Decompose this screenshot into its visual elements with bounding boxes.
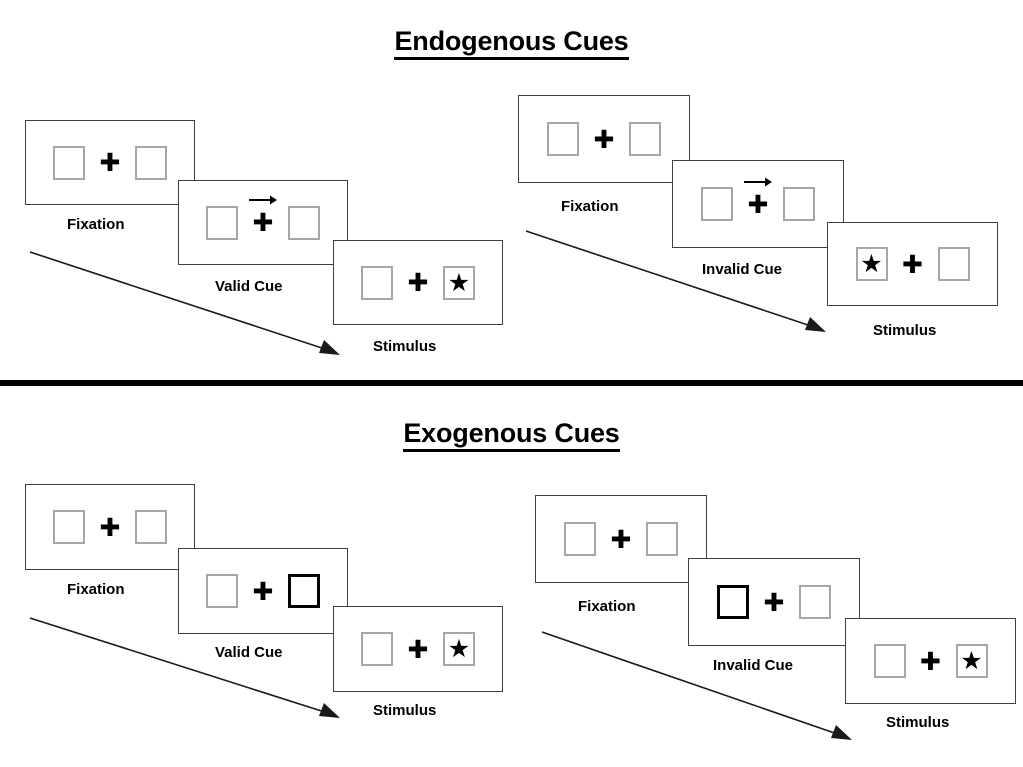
frame-content: ✚ — [673, 161, 843, 247]
frame-content: ✚ — [26, 485, 194, 569]
target-star-icon: ★ — [447, 634, 471, 663]
fixation-cross-icon: ✚ — [610, 524, 632, 554]
frame-content: ✚ — [536, 496, 706, 582]
target-box-left[interactable]: ★ — [855, 247, 888, 281]
target-star-icon: ★ — [447, 267, 471, 297]
frame-caption-endogenous-invalid-cue: Invalid Cue — [702, 261, 783, 278]
fixation-cross-icon: ✚ — [593, 124, 615, 154]
placeholder-box-right[interactable] — [135, 145, 167, 180]
placeholder-box-right[interactable] — [783, 187, 815, 221]
placeholder-box-left[interactable] — [547, 122, 579, 156]
trial-frame-endogenous-valid-cue[interactable]: ✚ — [178, 180, 348, 265]
frame-content: ✚ ★ — [334, 607, 502, 691]
target-box-right[interactable]: ★ — [443, 265, 475, 300]
trial-frame-exogenous-invalid-stimulus[interactable]: ✚ ★ — [845, 618, 1016, 704]
fixation-cross-icon: ✚ — [407, 268, 429, 297]
timeline-arrow-exogenous-valid — [29, 617, 340, 718]
frame-content: ✚ ★ — [334, 241, 502, 324]
frame-caption-exogenous-valid-stimulus: Stimulus — [373, 702, 437, 719]
section-divider — [0, 380, 1023, 386]
arrow-right-cue-icon — [249, 195, 277, 205]
placeholder-box-left[interactable] — [361, 265, 393, 300]
fixation-cross-icon: ✚ — [744, 177, 772, 217]
target-star-icon: ★ — [960, 646, 983, 675]
fixation-cross-icon: ✚ — [407, 634, 429, 664]
frame-caption-exogenous-valid-cue: Valid Cue — [215, 644, 283, 661]
frame-caption-endogenous-valid-stimulus: Stimulus — [373, 338, 437, 355]
fixation-cross-icon: ✚ — [763, 587, 785, 617]
placeholder-box-left[interactable] — [206, 205, 238, 240]
frame-caption-endogenous-valid-cue: Valid Cue — [215, 278, 283, 295]
placeholder-box-right[interactable] — [135, 510, 167, 544]
frame-content: ✚ — [689, 559, 859, 645]
trial-frame-exogenous-invalid-cue[interactable]: ✚ — [688, 558, 860, 646]
trial-frame-endogenous-invalid-stimulus[interactable]: ★ ✚ — [827, 222, 998, 306]
section-title-exogenous: Exogenous Cues — [0, 418, 1023, 452]
placeholder-box-right[interactable] — [629, 122, 661, 156]
placeholder-box-left[interactable] — [873, 644, 906, 678]
section-title-endogenous: Endogenous Cues — [0, 26, 1023, 60]
fixation-cross-icon: ✚ — [920, 646, 941, 676]
trial-frame-exogenous-valid-stimulus[interactable]: ✚ ★ — [333, 606, 503, 692]
section-title-exogenous-text: Exogenous Cues — [403, 418, 620, 452]
placeholder-box-left[interactable] — [564, 522, 596, 556]
frame-caption-endogenous-valid-fixation: Fixation — [67, 216, 125, 233]
frame-caption-endogenous-invalid-fixation: Fixation — [561, 198, 619, 215]
target-star-icon: ★ — [860, 249, 883, 278]
trial-frame-exogenous-valid-cue[interactable]: ✚ — [178, 548, 348, 634]
frame-content: ✚ — [179, 549, 347, 633]
trial-frame-exogenous-invalid-fixation[interactable]: ✚ — [535, 495, 707, 583]
frame-content: ★ ✚ — [828, 223, 997, 305]
frame-caption-exogenous-valid-fixation: Fixation — [67, 581, 125, 598]
fixation-cross-icon: ✚ — [252, 576, 274, 606]
cued-box-right[interactable] — [288, 574, 320, 608]
frame-caption-exogenous-invalid-cue: Invalid Cue — [713, 657, 794, 674]
frame-caption-endogenous-invalid-stimulus: Stimulus — [873, 322, 937, 339]
timeline-arrow-endogenous-invalid — [525, 230, 826, 332]
fixation-cross-icon: ✚ — [249, 195, 277, 235]
placeholder-box-right[interactable] — [799, 585, 831, 619]
placeholder-box-right[interactable] — [937, 247, 970, 281]
fixation-cross-icon: ✚ — [902, 249, 923, 279]
target-box-right[interactable]: ★ — [443, 632, 475, 666]
frame-content: ✚ — [179, 181, 347, 264]
arrow-right-cue-icon — [744, 177, 772, 186]
placeholder-box-left[interactable] — [53, 510, 85, 544]
timeline-arrow-endogenous-valid — [29, 251, 340, 355]
trial-frame-endogenous-invalid-cue[interactable]: ✚ — [672, 160, 844, 248]
timeline-arrow-exogenous-invalid — [541, 631, 852, 740]
trial-frame-endogenous-invalid-fixation[interactable]: ✚ — [518, 95, 690, 183]
placeholder-box-left[interactable] — [206, 574, 238, 608]
frame-caption-exogenous-invalid-stimulus: Stimulus — [886, 714, 950, 731]
trial-frame-endogenous-valid-fixation[interactable]: ✚ — [25, 120, 195, 205]
trial-frame-endogenous-valid-stimulus[interactable]: ✚ ★ — [333, 240, 503, 325]
placeholder-box-left[interactable] — [361, 632, 393, 666]
target-box-right[interactable]: ★ — [955, 644, 988, 678]
fixation-cross-icon: ✚ — [99, 512, 121, 542]
fixation-cross-icon: ✚ — [99, 148, 121, 177]
placeholder-box-right[interactable] — [288, 205, 320, 240]
placeholder-box-left[interactable] — [53, 145, 85, 180]
frame-content: ✚ — [26, 121, 194, 204]
trial-frame-exogenous-valid-fixation[interactable]: ✚ — [25, 484, 195, 570]
section-title-endogenous-text: Endogenous Cues — [394, 26, 629, 60]
placeholder-box-right[interactable] — [646, 522, 678, 556]
frame-content: ✚ ★ — [846, 619, 1015, 703]
cued-box-left[interactable] — [717, 585, 749, 619]
frame-content: ✚ — [519, 96, 689, 182]
frame-caption-exogenous-invalid-fixation: Fixation — [578, 598, 636, 615]
placeholder-box-left[interactable] — [701, 187, 733, 221]
